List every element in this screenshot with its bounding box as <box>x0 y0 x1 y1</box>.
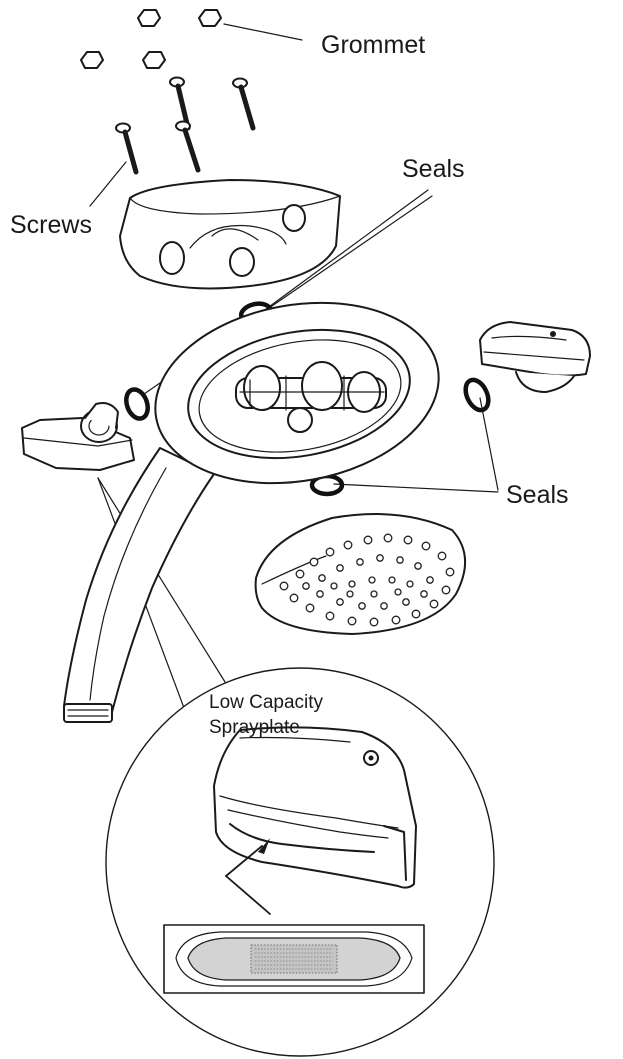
label-screws: Screws <box>10 211 92 239</box>
shower-handle <box>63 447 215 723</box>
sprayplate <box>254 513 467 635</box>
label-sprayplate-line: Sprayplate <box>209 717 300 739</box>
spray-nozzles <box>279 533 455 627</box>
label-seals-top: Seals <box>402 155 465 183</box>
head-frame <box>154 301 440 485</box>
label-low-capacity-sprayplate: Low Capacity Sprayplate <box>209 690 323 740</box>
detail-arrow <box>225 838 271 915</box>
label-low-capacity-line: Low Capacity <box>209 692 324 713</box>
left-bracket <box>21 402 135 471</box>
label-seals-right: Seals <box>506 481 569 509</box>
label-grommet: Grommet <box>321 31 426 59</box>
back-cover <box>119 179 341 290</box>
right-clip <box>479 321 591 393</box>
grommets <box>80 9 222 69</box>
screws <box>115 76 256 175</box>
internal-valve <box>235 361 387 433</box>
detail-low-capacity-insert <box>163 924 425 994</box>
